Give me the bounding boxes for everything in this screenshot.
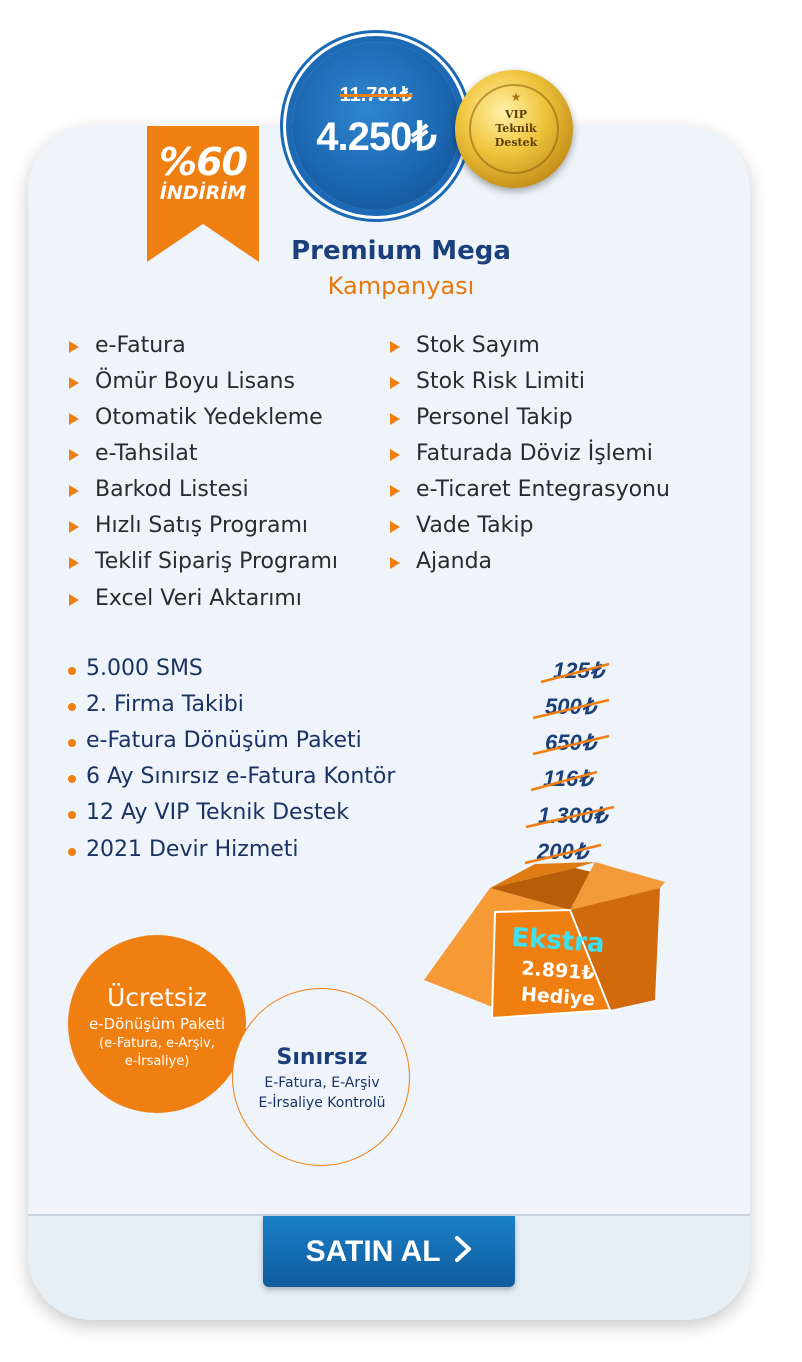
vip-medal: ★ VIP Teknik Destek xyxy=(455,70,573,188)
triangle-bullet-icon xyxy=(69,594,79,606)
dot-bullet-icon xyxy=(68,703,76,711)
page-title: Premium Mega xyxy=(291,236,511,266)
free-title: Ücretsiz xyxy=(106,983,208,1012)
unlimited-title: Sınırsız xyxy=(276,1045,368,1070)
triangle-bullet-icon xyxy=(69,377,79,389)
buy-button-label: SATIN AL xyxy=(305,1235,441,1268)
unlimited-line-1: E-Fatura, E-Arşiv xyxy=(264,1075,380,1091)
strike-line-icon xyxy=(532,734,610,756)
page-subtitle: Kampanyası xyxy=(327,272,475,300)
price-badge: 11.791₺ 4.250₺ xyxy=(292,42,460,210)
gift-box: Ekstra 2.891₺ Hediye xyxy=(420,860,670,1030)
extra-item: 12 Ay VIP Teknik Destek xyxy=(68,800,349,825)
feature-item: Vade Takip xyxy=(390,513,533,538)
feature-item: Faturada Döviz İşlemi xyxy=(390,441,653,466)
feature-item: Barkod Listesi xyxy=(69,477,249,502)
feature-item: Ömür Boyu Lisans xyxy=(69,369,295,394)
triangle-bullet-icon xyxy=(390,521,400,533)
feature-item: Otomatik Yedekleme xyxy=(69,405,323,430)
campaign-card xyxy=(28,126,750,1320)
discount-percent: %60 xyxy=(159,140,248,184)
triangle-bullet-icon xyxy=(390,341,400,353)
triangle-bullet-icon xyxy=(69,557,79,569)
unlimited-line-2: E-İrsaliye Kontrolü xyxy=(258,1095,386,1111)
strike-line-icon xyxy=(532,698,610,720)
star-icon: ★ xyxy=(510,90,522,104)
struck-price: 1.300₺ xyxy=(525,803,615,829)
feature-item: Stok Risk Limiti xyxy=(390,369,585,394)
feature-item: Personel Takip xyxy=(390,405,573,430)
triangle-bullet-icon xyxy=(69,341,79,353)
dot-bullet-icon xyxy=(68,848,76,856)
chevron-right-icon xyxy=(454,1218,472,1289)
triangle-bullet-icon xyxy=(390,557,400,569)
triangle-bullet-icon xyxy=(69,413,79,425)
struck-price: 116₺ xyxy=(530,766,598,792)
feature-item: Excel Veri Aktarımı xyxy=(69,586,302,611)
struck-price: 125₺ xyxy=(540,658,610,684)
triangle-bullet-icon xyxy=(390,485,400,497)
triangle-bullet-icon xyxy=(390,413,400,425)
medal-ring: ★ VIP Teknik Destek xyxy=(469,84,559,174)
triangle-bullet-icon xyxy=(69,449,79,461)
medal-line-3: Destek xyxy=(494,136,538,149)
struck-price: 650₺ xyxy=(532,730,610,756)
free-line-3: e-İrsaliye) xyxy=(124,1054,190,1069)
free-line-2: (e-Fatura, e-Arşiv, xyxy=(99,1036,215,1051)
open-box-icon xyxy=(424,862,665,1020)
medal-line-1: VIP xyxy=(505,108,527,121)
buy-button[interactable]: SATIN AL xyxy=(263,1216,515,1287)
dot-bullet-icon xyxy=(68,739,76,747)
extra-item: 6 Ay Sınırsız e-Fatura Kontör xyxy=(68,764,395,789)
dot-bullet-icon xyxy=(68,775,76,783)
feature-item: Hızlı Satış Programı xyxy=(69,513,308,538)
dot-bullet-icon xyxy=(68,811,76,819)
extra-item: e-Fatura Dönüşüm Paketi xyxy=(68,728,362,753)
struck-price: 500₺ xyxy=(532,694,610,720)
dot-bullet-icon xyxy=(68,667,76,675)
free-package-circle: Ücretsiz e-Dönüşüm Paketi (e-Fatura, e-A… xyxy=(68,935,246,1113)
triangle-bullet-icon xyxy=(390,449,400,461)
strike-line-icon xyxy=(524,843,602,865)
free-line-1: e-Dönüşüm Paketi xyxy=(88,1015,226,1033)
triangle-bullet-icon xyxy=(390,377,400,389)
triangle-bullet-icon xyxy=(69,521,79,533)
extra-item: 2021 Devir Hizmeti xyxy=(68,837,299,862)
unlimited-circle: Sınırsız E-Fatura, E-Arşiv E-İrsaliye Ko… xyxy=(232,988,410,1166)
feature-item: e-Ticaret Entegrasyonu xyxy=(390,477,670,502)
feature-item: Teklif Sipariş Programı xyxy=(69,549,338,574)
extra-item: 2. Firma Takibi xyxy=(68,692,244,717)
discount-label: İNDİRİM xyxy=(159,182,247,204)
feature-item: Stok Sayım xyxy=(390,333,540,358)
footer-divider xyxy=(28,1214,750,1216)
triangle-bullet-icon xyxy=(69,485,79,497)
medal-line-2: Teknik xyxy=(495,122,537,135)
feature-item: e-Tahsilat xyxy=(69,441,197,466)
feature-item: e-Fatura xyxy=(69,333,186,358)
strike-line-icon xyxy=(530,770,598,792)
struck-price: 200₺ xyxy=(524,839,602,865)
feature-item: Ajanda xyxy=(390,549,492,574)
extra-item: 5.000 SMS xyxy=(68,656,203,681)
strike-line-icon xyxy=(525,805,615,829)
old-price: 11.791₺ xyxy=(339,84,413,106)
new-price: 4.250₺ xyxy=(316,115,437,159)
strike-line-icon xyxy=(540,662,610,684)
